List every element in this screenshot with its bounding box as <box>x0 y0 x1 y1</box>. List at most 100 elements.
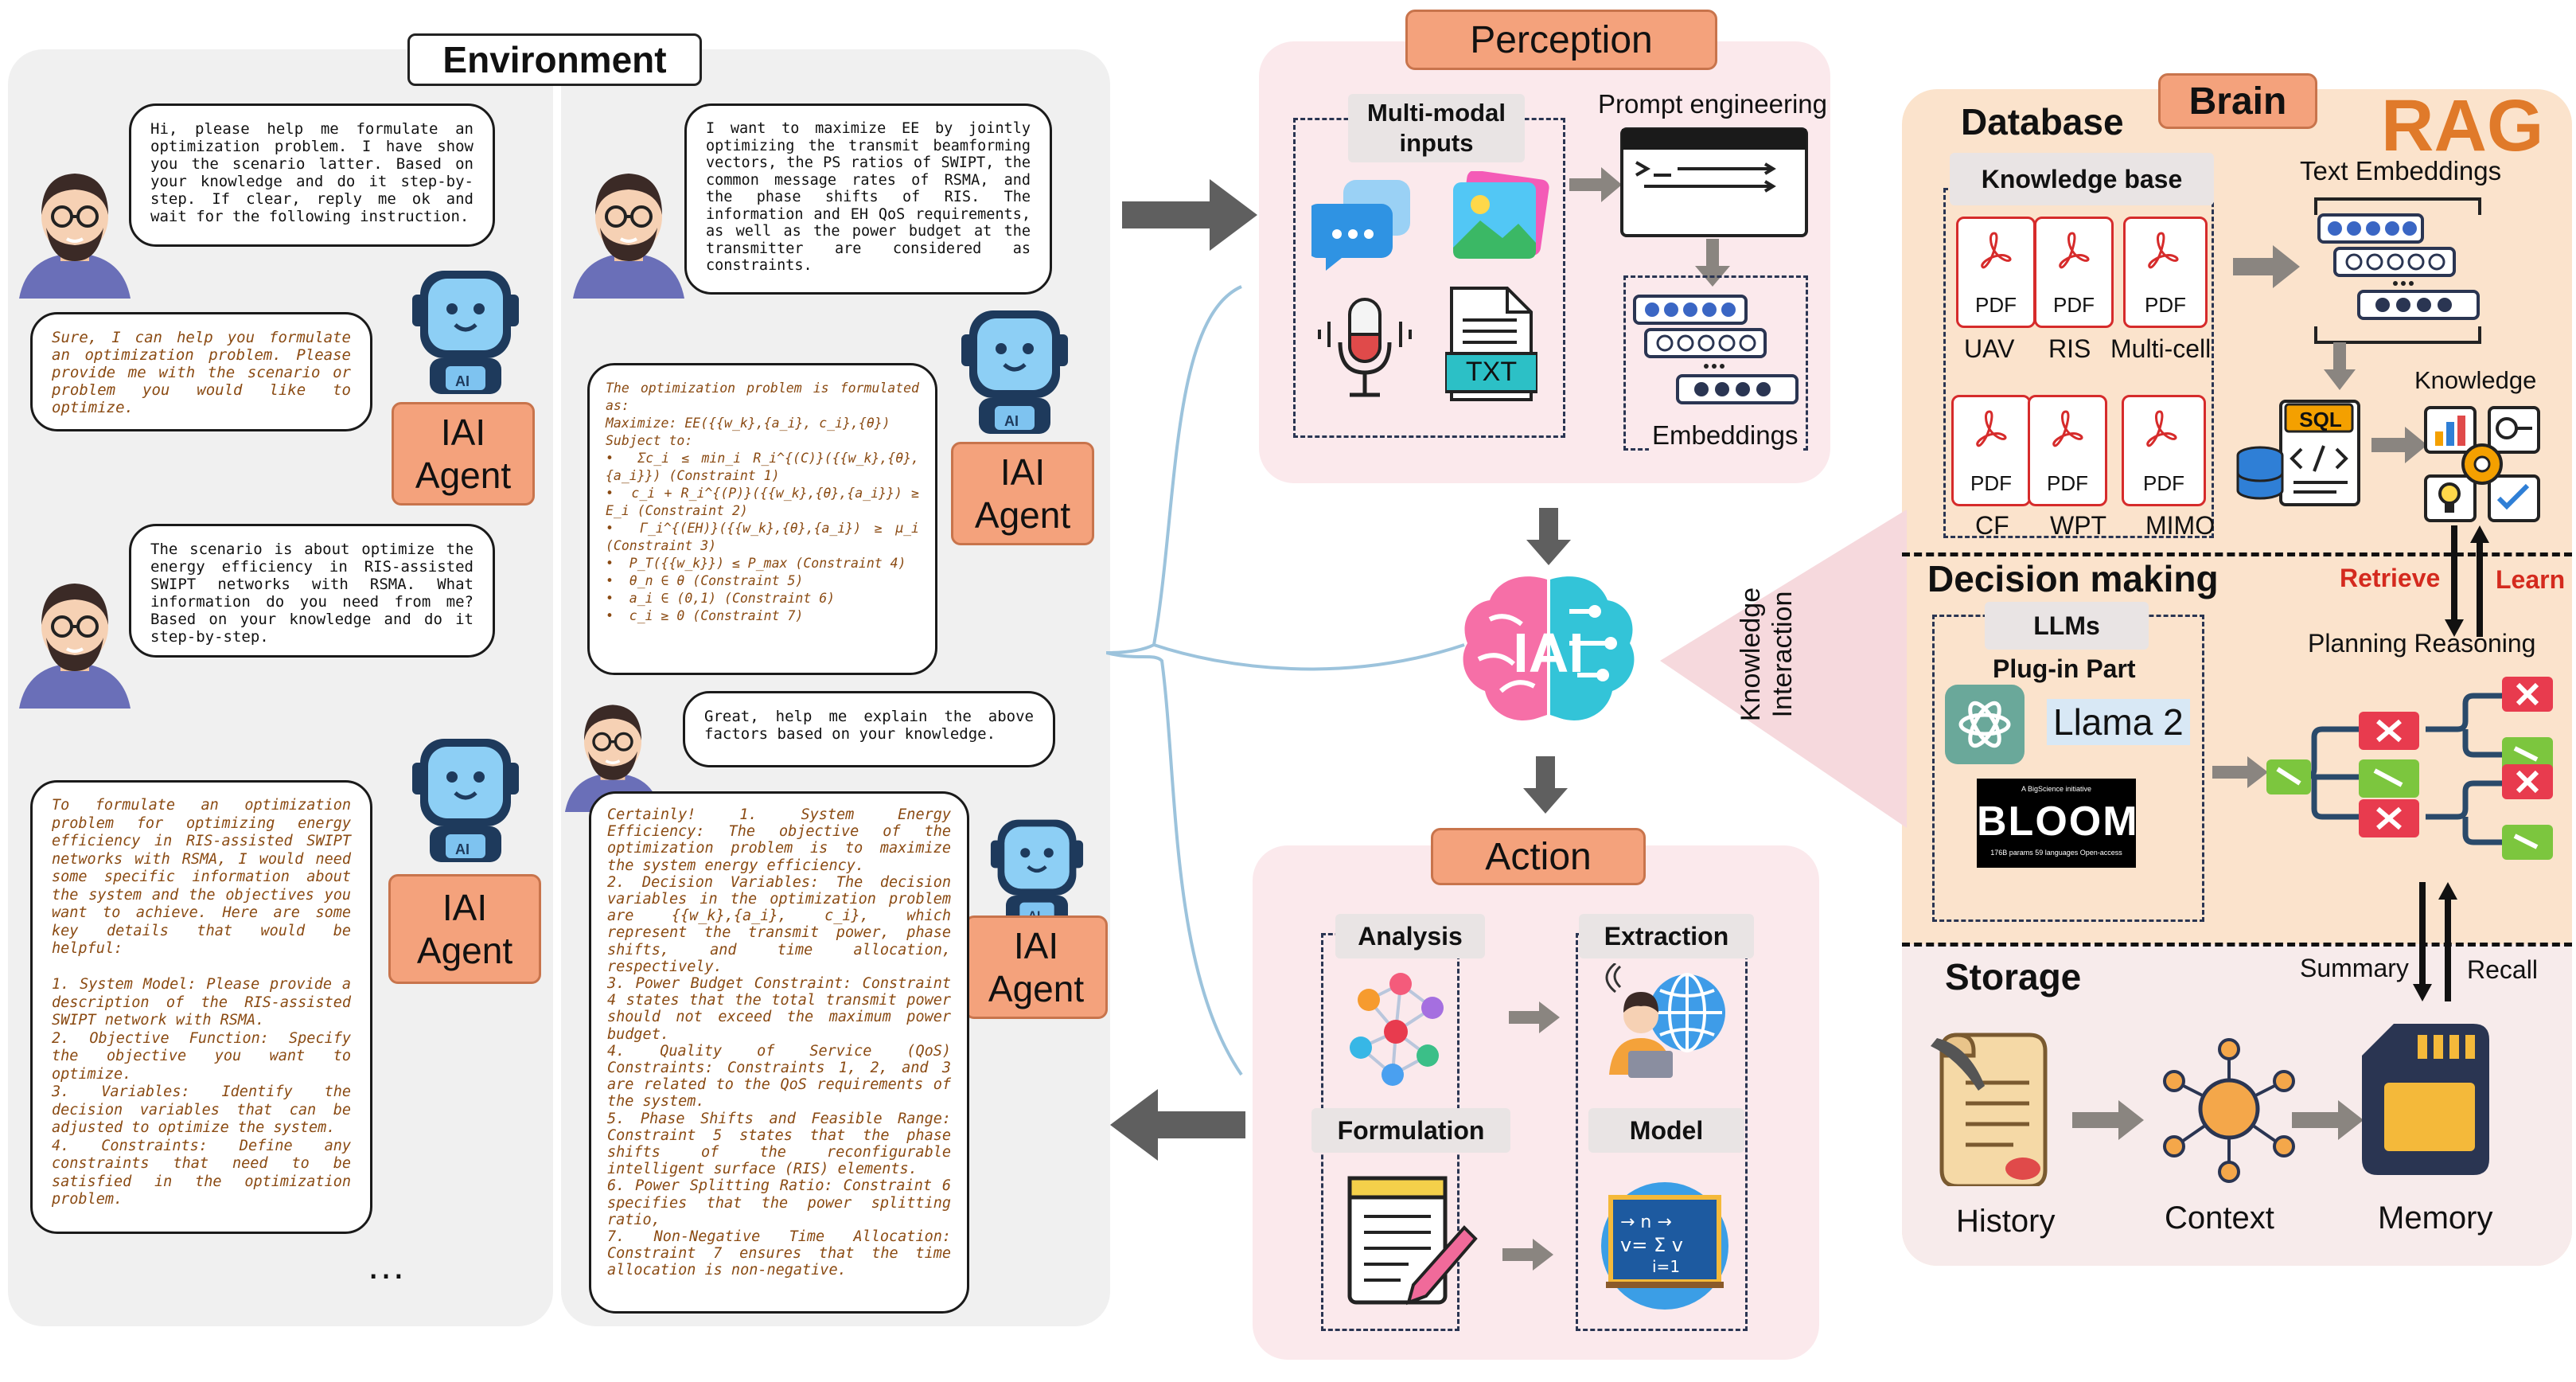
prompt-engineering-label: Prompt engineering <box>1598 89 1828 119</box>
pdf-text: PDF <box>2143 471 2184 495</box>
knowledge-doc-label: MIMO <box>2145 511 2216 540</box>
arrow-to-perception <box>1122 179 1257 251</box>
agent-message: Sure, I can help you formulate an optimi… <box>30 312 372 431</box>
embeddings-icon <box>1633 295 1799 404</box>
plugin-label: Plug-in Part <box>1993 654 2136 683</box>
brain-title: Brain <box>2158 73 2317 129</box>
llms-label: LLMs <box>1985 602 2149 650</box>
robot-icon: AI <box>961 310 1068 434</box>
pdf-text: PDF <box>2047 471 2088 495</box>
pdf-text: PDF <box>1975 293 2017 317</box>
text-embeddings-icon <box>2314 197 2481 344</box>
analysis-label: Analysis <box>1335 914 1485 958</box>
knowledge-interaction-label: Knowledge Interaction <box>1736 587 1798 722</box>
agent-message: To formulate an optimization problem for… <box>30 780 372 1234</box>
prompt-window-icon <box>1620 127 1808 237</box>
network-graph-icon <box>1350 973 1444 1086</box>
arrow-right-icon <box>2212 756 2268 788</box>
decision-tree-icon <box>2266 677 2553 860</box>
pdf-text: PDF <box>2145 293 2186 317</box>
notepad-pencil-icon <box>1347 1176 1478 1306</box>
knowledge-gear-icon <box>2424 406 2540 522</box>
robot-icon: AI <box>412 739 519 862</box>
context-label: Context <box>2165 1200 2274 1236</box>
pdf-file-icon: PDF <box>2034 217 2114 328</box>
txt-label: TXT <box>1465 357 1518 387</box>
agent-label: IAI Agent <box>965 915 1108 1019</box>
arrow-right-icon <box>1509 1001 1560 1033</box>
svg-text:v= Σ v: v= Σ v <box>1620 1234 1683 1256</box>
arrow-down-icon <box>1695 239 1730 287</box>
arrow-right-icon <box>2072 1100 2144 1140</box>
math-board-icon: → n → v= Σ v i=1 <box>1601 1182 1728 1310</box>
user-message: I want to maximize EE by jointly optimiz… <box>684 103 1052 295</box>
svg-text:→ n →: → n → <box>1620 1212 1672 1232</box>
agent-label: IAI Agent <box>392 402 535 506</box>
recall-label: Recall <box>2467 955 2538 984</box>
user-avatar-icon <box>573 174 684 299</box>
arrow-down-icon <box>2324 342 2356 390</box>
robot-icon: AI <box>990 819 1084 927</box>
memory-label: Memory <box>2378 1200 2493 1236</box>
svg-text:i=1: i=1 <box>1652 1257 1680 1276</box>
connector-lines <box>1106 285 1465 1076</box>
text-embeddings-label: Text Embeddings <box>2300 156 2502 185</box>
svg-text:AI: AI <box>455 373 470 389</box>
context-hub-icon <box>2163 1038 2295 1183</box>
data-extraction-icon <box>1605 963 1725 1078</box>
pdf-file-icon: PDF <box>1956 217 2036 328</box>
embeddings-label: Embeddings <box>1649 420 1802 451</box>
svg-text:AI: AI <box>1004 413 1019 429</box>
knowledge-doc-label: CF <box>1975 511 2009 540</box>
agent-message: Certainly! 1. System Energy Efficiency: … <box>589 791 969 1314</box>
knowledge-doc-label: WPT <box>2050 511 2107 540</box>
multimodal-inputs-label: Multi-modal inputs <box>1348 94 1525 162</box>
sql-label: SQL <box>2299 408 2342 431</box>
llama-label: Llama 2 <box>2047 699 2190 745</box>
arrow-right-icon <box>1569 167 1622 202</box>
bloom-name: BLOOM <box>1977 798 2139 845</box>
knowledge-base-label: Knowledge base <box>1950 153 2214 205</box>
extraction-label: Extraction <box>1579 914 1754 958</box>
txt-file-icon: TXT <box>1445 285 1537 404</box>
ellipsis: … <box>366 1243 406 1287</box>
arrow-right-icon <box>2371 427 2427 463</box>
bloom-logo: A BigScience initiative BLOOM 176B param… <box>1977 779 2139 868</box>
user-message: The scenario is about optimize the energ… <box>129 524 495 658</box>
user-avatar-icon <box>19 584 131 709</box>
image-icon <box>1453 171 1549 259</box>
rag-label: RAG <box>2381 85 2544 166</box>
knowledge-doc-label: Multi-cell <box>2110 334 2212 363</box>
history-label: History <box>1956 1204 2056 1239</box>
pdf-text: PDF <box>1970 471 2012 495</box>
agent-label: IAI Agent <box>388 874 541 984</box>
brain-icon <box>1463 576 1635 720</box>
summary-recall-arrows <box>2413 882 2457 1001</box>
agent-label: IAI Agent <box>951 442 1094 545</box>
sql-database-icon <box>2236 400 2360 506</box>
pdf-file-icon: PDF <box>2123 217 2208 328</box>
model-label: Model <box>1588 1108 1744 1153</box>
svg-text:AI: AI <box>455 841 470 857</box>
database-title: Database <box>1961 101 2124 142</box>
action-title: Action <box>1431 828 1646 885</box>
pdf-file-icon: PDF <box>2122 395 2206 506</box>
arrow-right-icon <box>2233 245 2300 288</box>
learn-label: Learn <box>2496 565 2566 594</box>
planning-reasoning-label: Planning Reasoning <box>2308 629 2536 658</box>
user-message: Hi, please help me formulate an optimiza… <box>129 103 495 247</box>
section-divider <box>1902 552 2572 556</box>
environment-title: Environment <box>407 33 702 86</box>
knowledge-doc-label: RIS <box>2048 334 2091 363</box>
microphone-icon <box>1318 298 1412 397</box>
decision-making-title: Decision making <box>1927 558 2219 599</box>
user-avatar-icon <box>19 174 131 299</box>
pdf-file-icon: PDF <box>1951 395 2031 506</box>
arrow-to-environment <box>1110 1089 1245 1161</box>
retrieve-learn-arrows <box>2445 525 2489 637</box>
arrow-down-icon <box>1523 756 1568 814</box>
chatgpt-logo-icon <box>1945 685 2025 764</box>
history-scroll-icon <box>1931 1033 2048 1186</box>
knowledge-interaction-wedge <box>1660 509 1907 828</box>
